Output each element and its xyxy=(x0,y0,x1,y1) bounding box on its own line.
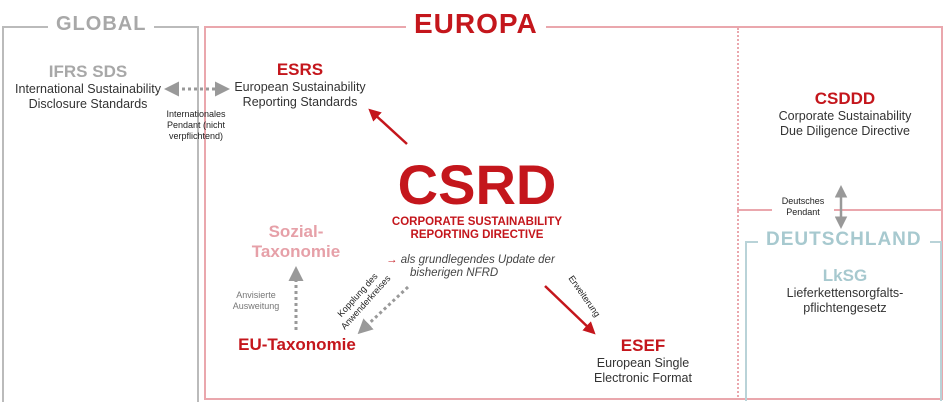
lksg-line1: Lieferkettensorgfalts- xyxy=(786,286,904,300)
lksg-line2: pflichtengesetz xyxy=(803,301,887,315)
sozial-line2: Taxonomie xyxy=(251,242,341,261)
csddd-line2: Due Diligence Directive xyxy=(780,124,910,138)
node-csddd: CSDDD Corporate Sustainability Due Dilig… xyxy=(763,89,927,139)
node-eutax: EU-Taxonomie xyxy=(238,335,356,354)
csrd-title: CSRD xyxy=(397,153,557,216)
node-esef: ESEF European Single Electronic Format xyxy=(568,336,718,386)
europa-inner-divider xyxy=(737,28,739,400)
node-esrs: ESRS European Sustainability Reporting S… xyxy=(222,60,378,110)
label-deutsches: Deutsches Pendant xyxy=(772,196,834,218)
international-line2: Pendant (nicht xyxy=(166,120,226,130)
csrd-line2: REPORTING DIRECTIVE xyxy=(410,229,544,241)
esrs-title: ESRS xyxy=(276,60,324,79)
lksg-title: LkSG xyxy=(822,266,868,285)
csddd-title: CSDDD xyxy=(814,89,876,108)
label-international: Internationales Pendant (nicht verpflich… xyxy=(156,109,236,142)
arrow-csrd-esef xyxy=(544,285,596,335)
anvisiert-line1: Anvisierte xyxy=(236,290,276,300)
esef-line1: European Single xyxy=(596,356,690,370)
arrow-csrd-eutax xyxy=(357,285,410,335)
ifrs-line2: Disclosure Standards xyxy=(28,97,148,111)
csrd-note-line1: als grundlegendes Update der xyxy=(400,254,555,266)
esrs-line2: Reporting Standards xyxy=(242,95,358,109)
node-lksg: LkSG Lieferkettensorgfalts- pflichtenges… xyxy=(765,265,925,316)
section-title-europa: EUROPA xyxy=(406,8,546,40)
europa-frame xyxy=(204,26,943,400)
deutsches-line1: Deutsches xyxy=(781,196,825,206)
node-ifrs: IFRS SDS International Sustainability Di… xyxy=(8,62,168,112)
arrow-right-icon: → xyxy=(386,254,398,266)
section-title-global: GLOBAL xyxy=(48,13,155,36)
node-sozial: Sozial- Taxonomie xyxy=(226,222,366,262)
node-csrd: CSRD CORPORATE SUSTAINABILITY REPORTING … xyxy=(366,155,588,242)
arrow-csrd-esrs xyxy=(368,108,408,145)
anvisiert-line2: Ausweitung xyxy=(232,301,280,311)
csrd-line1: CORPORATE SUSTAINABILITY xyxy=(391,216,563,228)
international-line1: Internationales xyxy=(166,109,226,119)
section-title-deutschland: DEUTSCHLAND xyxy=(758,229,930,251)
ifrs-line1: International Sustainability xyxy=(15,82,161,96)
ifrs-title: IFRS SDS xyxy=(48,62,128,81)
esrs-line1: European Sustainability xyxy=(234,80,366,94)
sozial-line1: Sozial- xyxy=(268,222,324,241)
csrd-note: → als grundlegendes Update der bisherige… xyxy=(386,254,586,280)
csrd-note-line2: bisherigen NFRD xyxy=(410,267,499,279)
csddd-line1: Corporate Sustainability xyxy=(778,109,912,123)
esef-line2: Electronic Format xyxy=(594,371,692,385)
deutsches-line2: Pendant xyxy=(786,207,820,217)
international-line3: verpflichtend) xyxy=(168,131,224,141)
esef-title: ESEF xyxy=(620,336,666,355)
label-anvisiert: Anvisierte Ausweitung xyxy=(224,290,288,312)
